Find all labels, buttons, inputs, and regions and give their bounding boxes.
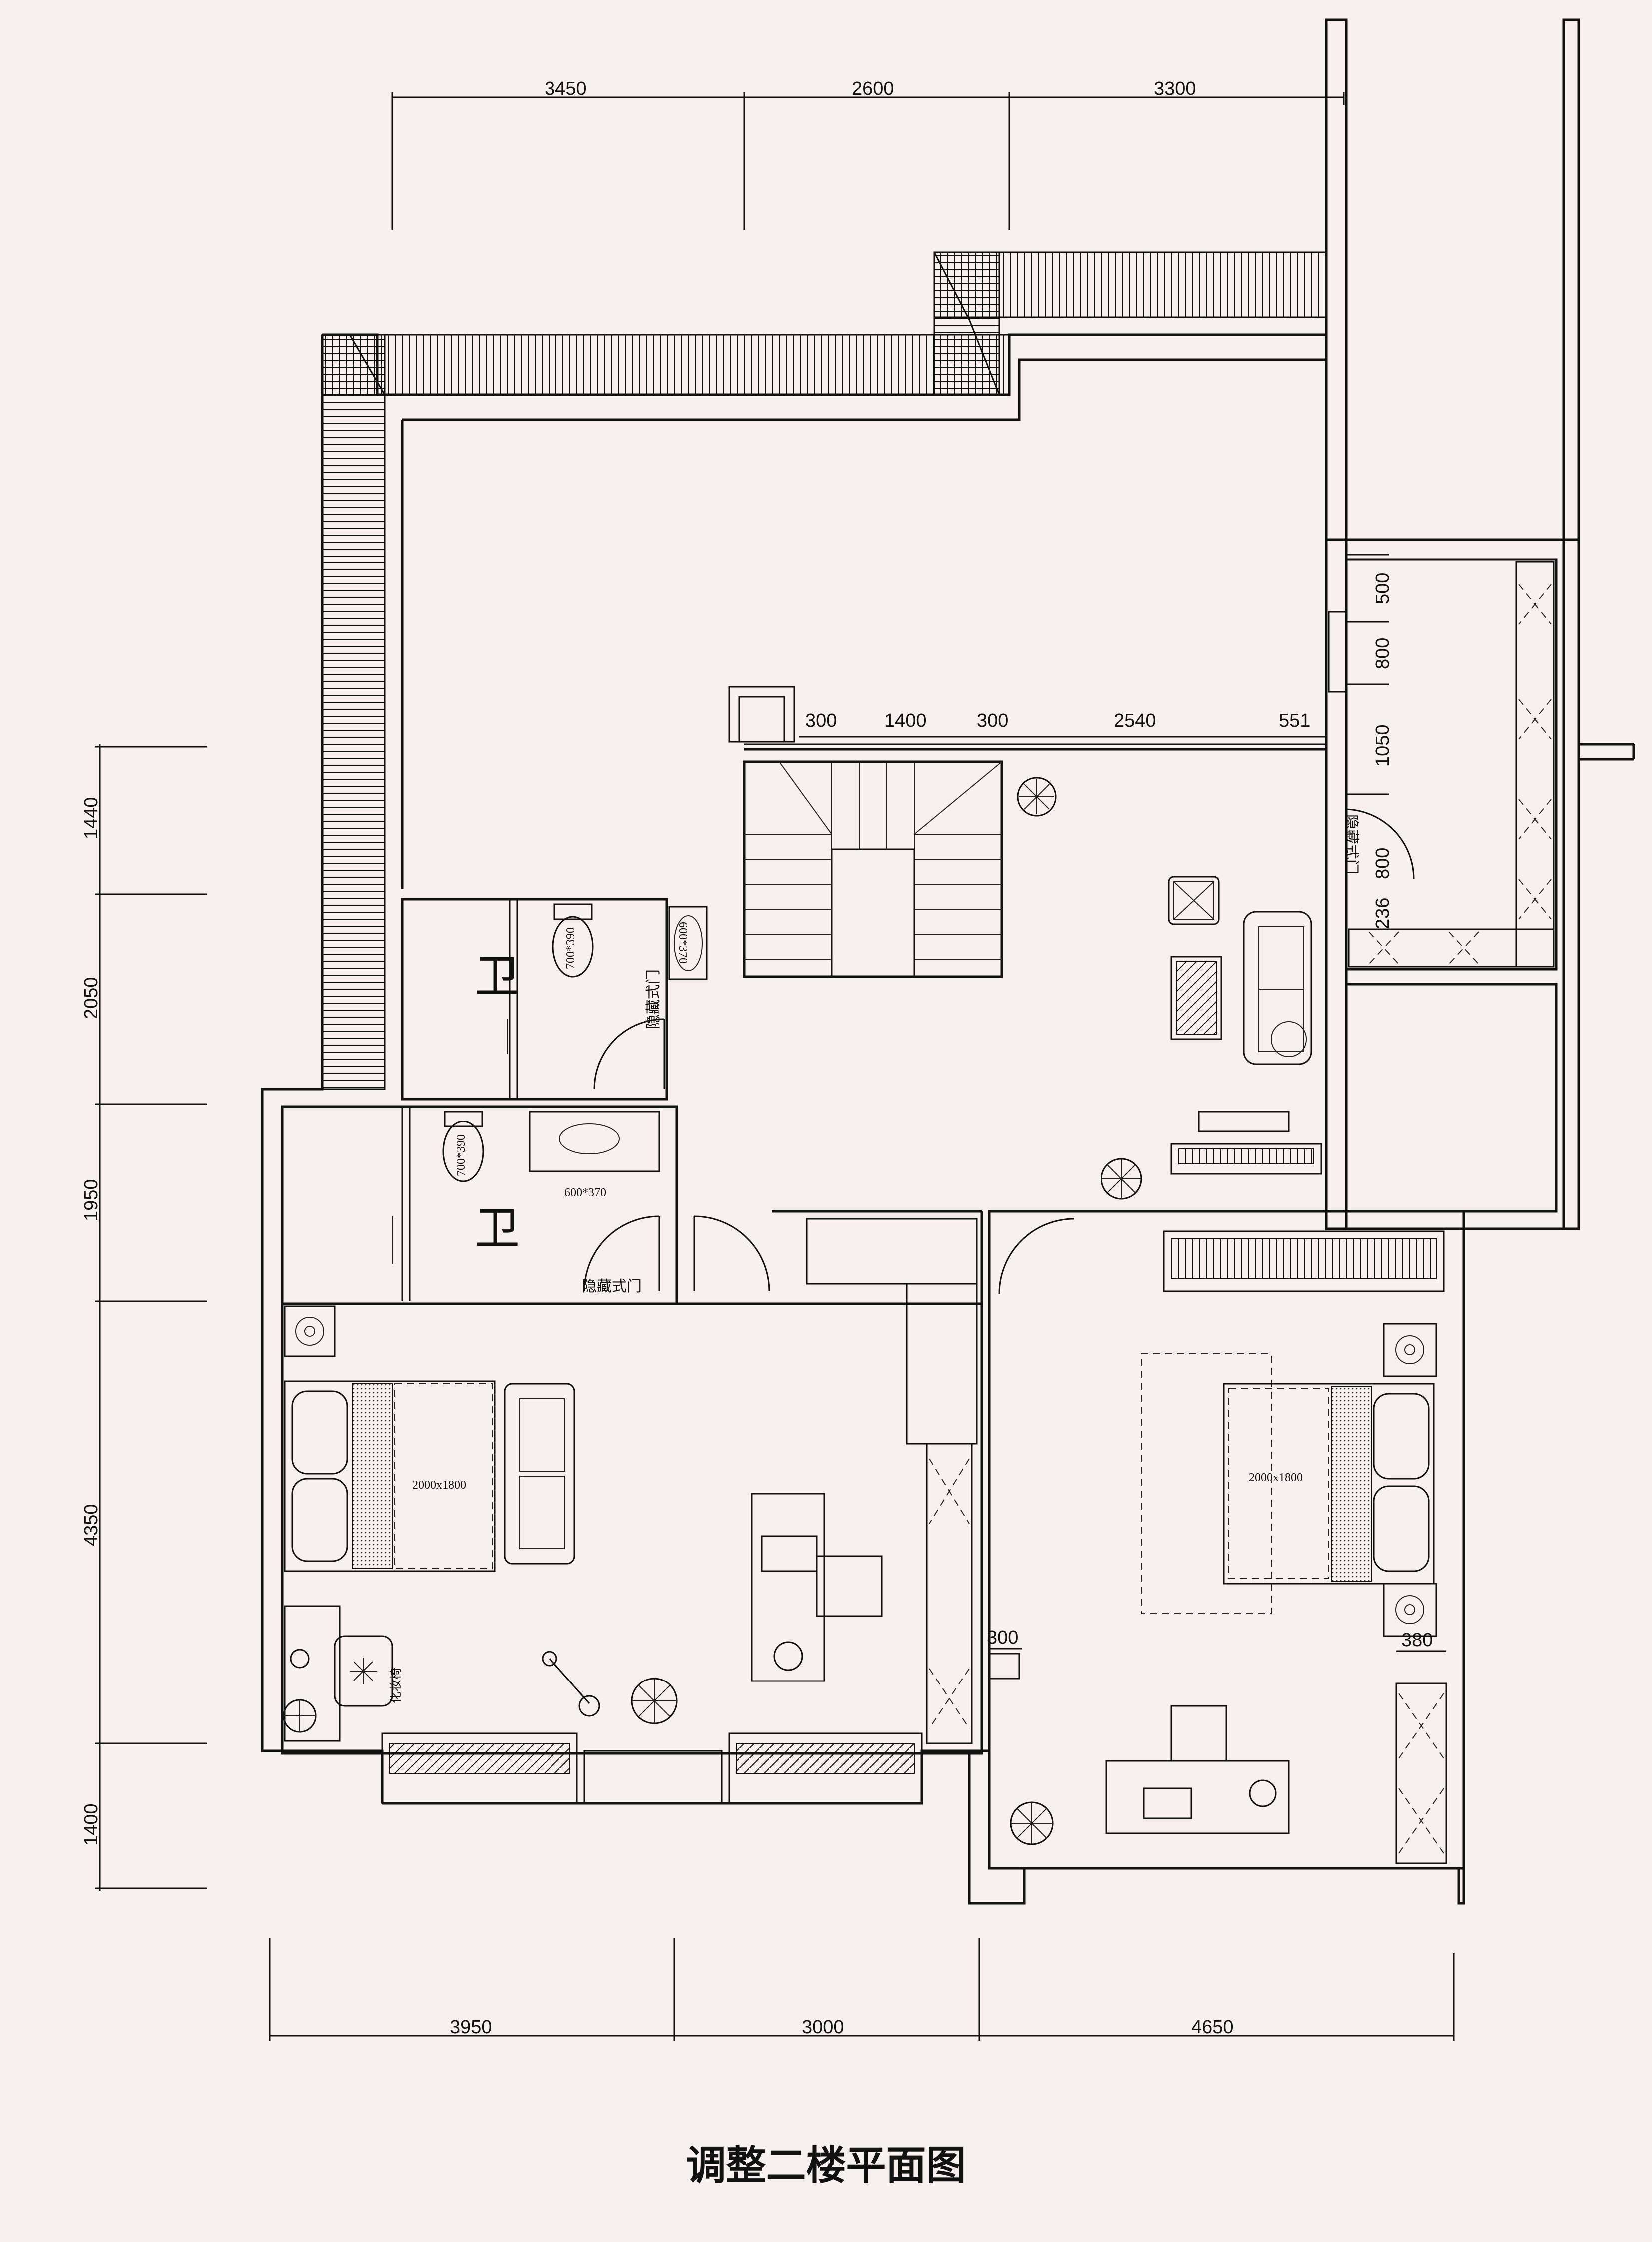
- wardrobe-icon: [806, 1218, 978, 1744]
- hidden-door-right-label: 隐藏式门: [1342, 814, 1360, 874]
- sofa-icon: [1243, 911, 1312, 1065]
- dim-left-2: 2050: [81, 977, 102, 1019]
- dim-stair-4: 2540: [1114, 710, 1156, 731]
- dim-left-3: 1950: [81, 1179, 102, 1221]
- sofa-icon: [504, 1383, 575, 1565]
- dim-right-2: 800: [1372, 638, 1393, 669]
- desk-icon: [1105, 1705, 1290, 1834]
- rug-icon: [1141, 1353, 1272, 1614]
- basin-icon: [529, 1111, 660, 1172]
- toilet-size-lower: 700*390: [455, 1134, 468, 1176]
- plant-icon: [283, 1699, 317, 1733]
- coffee-table-icon: [1170, 956, 1222, 1040]
- toilet-icon: [442, 1111, 484, 1182]
- dim-stair-5: 551: [1279, 710, 1310, 731]
- dim-bottom-1: 3950: [450, 2017, 492, 2038]
- bathroom-lower: 700*390 600*370 卫 隐藏式门: [281, 1105, 678, 1305]
- dim-stair-2: 1400: [884, 710, 927, 731]
- bed-right-size: 2000x1800: [1249, 1471, 1303, 1484]
- dim-left-4: 4350: [81, 1504, 102, 1546]
- bed-icon: [284, 1380, 496, 1572]
- nightstand-icon: [284, 1305, 336, 1357]
- stair-treads: [744, 761, 1002, 960]
- plant-icon: [1017, 777, 1057, 817]
- lounge: [1017, 777, 1322, 1200]
- dim-misc-1: 300: [987, 1627, 1018, 1648]
- dim-right-4: 800: [1372, 848, 1393, 879]
- floor-lamp-icon: [542, 1651, 600, 1717]
- dim-top-2: 2600: [852, 78, 894, 99]
- vanity-icon: [284, 1605, 393, 1742]
- plant-icon: [631, 1678, 678, 1724]
- nightstand-icon: [1383, 1323, 1437, 1637]
- dim-stair-3: 300: [977, 710, 1008, 731]
- vanity-chair-label: 化妆椅: [389, 1668, 403, 1703]
- plant-icon: [1101, 1158, 1142, 1200]
- hidden-door-lower-label: 隐藏式门: [582, 1278, 642, 1295]
- basin-size-upper: 600*370: [676, 922, 689, 964]
- bedroom-right: 2000x1800 300: [987, 1210, 1465, 1903]
- dim-bottom-3: 4650: [1191, 2017, 1234, 2038]
- basin-size-lower: 600*370: [564, 1186, 606, 1199]
- right-storage-block: 隐藏式门 500 800 1050 800 236: [1328, 554, 1558, 1213]
- basin-icon: [668, 906, 708, 980]
- dimension-bottom: 3950 3000 4650: [269, 1938, 1455, 2041]
- bed-left-size: 2000x1800: [412, 1479, 466, 1492]
- toilet-size-upper: 700*390: [564, 927, 577, 969]
- armchair-icon: [1168, 876, 1220, 925]
- terrace-hatch: [321, 251, 1327, 1090]
- plan-title: 调整二楼平面图: [686, 2142, 966, 2189]
- wardrobe-icon: [1163, 1230, 1445, 1292]
- dim-right-3: 1050: [1372, 724, 1393, 767]
- dim-left-5: 1400: [81, 1803, 102, 1846]
- bed-icon: [1223, 1383, 1435, 1585]
- wardrobe-icon: [1395, 1682, 1447, 1864]
- wc-lower-label: 卫: [475, 1202, 520, 1255]
- dim-left-1: 1440: [81, 797, 102, 839]
- dim-top-1: 3450: [545, 78, 587, 99]
- toilet-icon: [552, 903, 594, 978]
- dim-bottom-2: 3000: [802, 2017, 844, 2038]
- dim-right-1: 500: [1372, 573, 1393, 604]
- dimension-top: 3450 2600 3300: [391, 78, 1345, 230]
- tv-cabinet-icon: [1170, 1111, 1322, 1175]
- desk-icon: [751, 1493, 883, 1682]
- window-bench-icon: [381, 1732, 923, 1804]
- bedroom-left: 2000x1800 化妆椅: [281, 1210, 983, 1804]
- dim-stair-1: 300: [805, 710, 837, 731]
- bathroom-upper: 700*390 600*370 卫 隐藏式门: [401, 898, 708, 1101]
- plant-icon: [1010, 1801, 1054, 1845]
- wc-upper-label: 卫: [475, 950, 520, 1003]
- hidden-door-upper-label: 隐藏式门: [645, 969, 662, 1029]
- dim-top-3: 3300: [1154, 78, 1196, 99]
- stairwell: 300 1400 300 2540 551: [728, 686, 1326, 978]
- dimension-left: 1440 2050 1950 4350 1400: [81, 744, 207, 1891]
- dim-misc-2: 380: [1401, 1630, 1433, 1651]
- dim-right-5: 236: [1372, 898, 1393, 929]
